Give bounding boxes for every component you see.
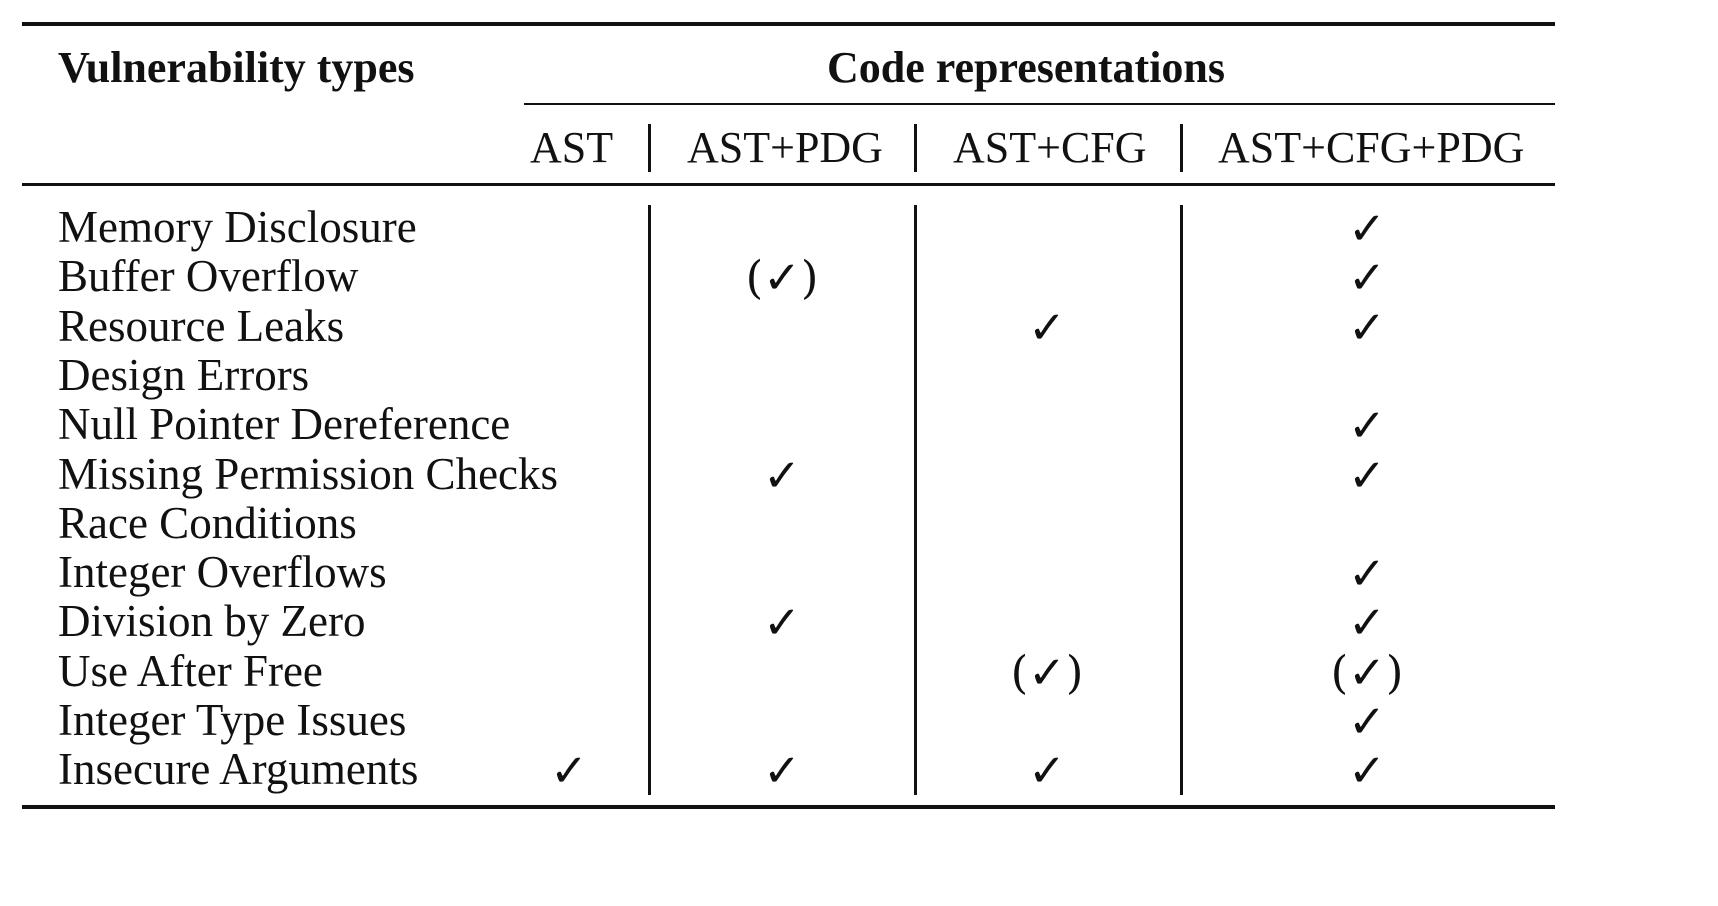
table-row-label: Resource Leaks [58,301,345,351]
partial-check-mark: (✓) [745,251,819,304]
table-row-label: Memory Disclosure [58,202,417,252]
check-mark: ✓ [763,596,801,649]
table-row-label: Null Pointer Dereference [58,399,511,449]
group-header-label: Code representations [827,43,1226,92]
check-mark: ✓ [1348,399,1386,452]
row-header-label: Vulnerability types [58,43,415,92]
check-mark: ✓ [1348,744,1386,797]
column-header-ast-pdg: AST+PDG [687,123,883,172]
table-row-label: Integer Overflows [58,547,387,597]
table-row-label: Integer Type Issues [58,695,407,745]
check-mark: ✓ [763,449,801,502]
column-separator [1180,205,1183,795]
group-underline [524,103,1555,105]
column-separator [914,205,917,795]
bottom-rule [22,805,1555,809]
header-rule [22,183,1555,186]
table-row-label: Race Conditions [58,498,357,548]
check-mark: ✓ [763,744,801,797]
header-separator [914,124,917,172]
partial-check-mark: (✓) [1010,646,1084,699]
column-header-ast: AST [530,123,614,172]
header-separator [648,124,651,172]
check-mark: ✓ [1348,202,1386,255]
column-header-ast-cfg-pdg: AST+CFG+PDG [1218,123,1525,172]
table-row-label: Division by Zero [58,596,366,646]
check-mark: ✓ [1348,695,1386,748]
check-mark: ✓ [1348,547,1386,600]
check-mark: ✓ [1348,301,1386,354]
check-mark: ✓ [1348,596,1386,649]
column-separator [648,205,651,795]
table-row-label: Use After Free [58,646,323,696]
check-mark: ✓ [550,744,588,797]
table-row-label: Missing Permission Checks [58,449,559,499]
table-row-label: Design Errors [58,350,310,400]
column-header-ast-cfg: AST+CFG [953,123,1147,172]
check-mark: ✓ [1348,251,1386,304]
header-separator [1180,124,1183,172]
check-mark: ✓ [1028,301,1066,354]
table-row-label: Insecure Arguments [58,744,419,794]
check-mark: ✓ [1348,449,1386,502]
partial-check-mark: (✓) [1330,646,1404,699]
top-rule [22,22,1555,26]
table-row-label: Buffer Overflow [58,251,359,301]
check-mark: ✓ [1028,744,1066,797]
